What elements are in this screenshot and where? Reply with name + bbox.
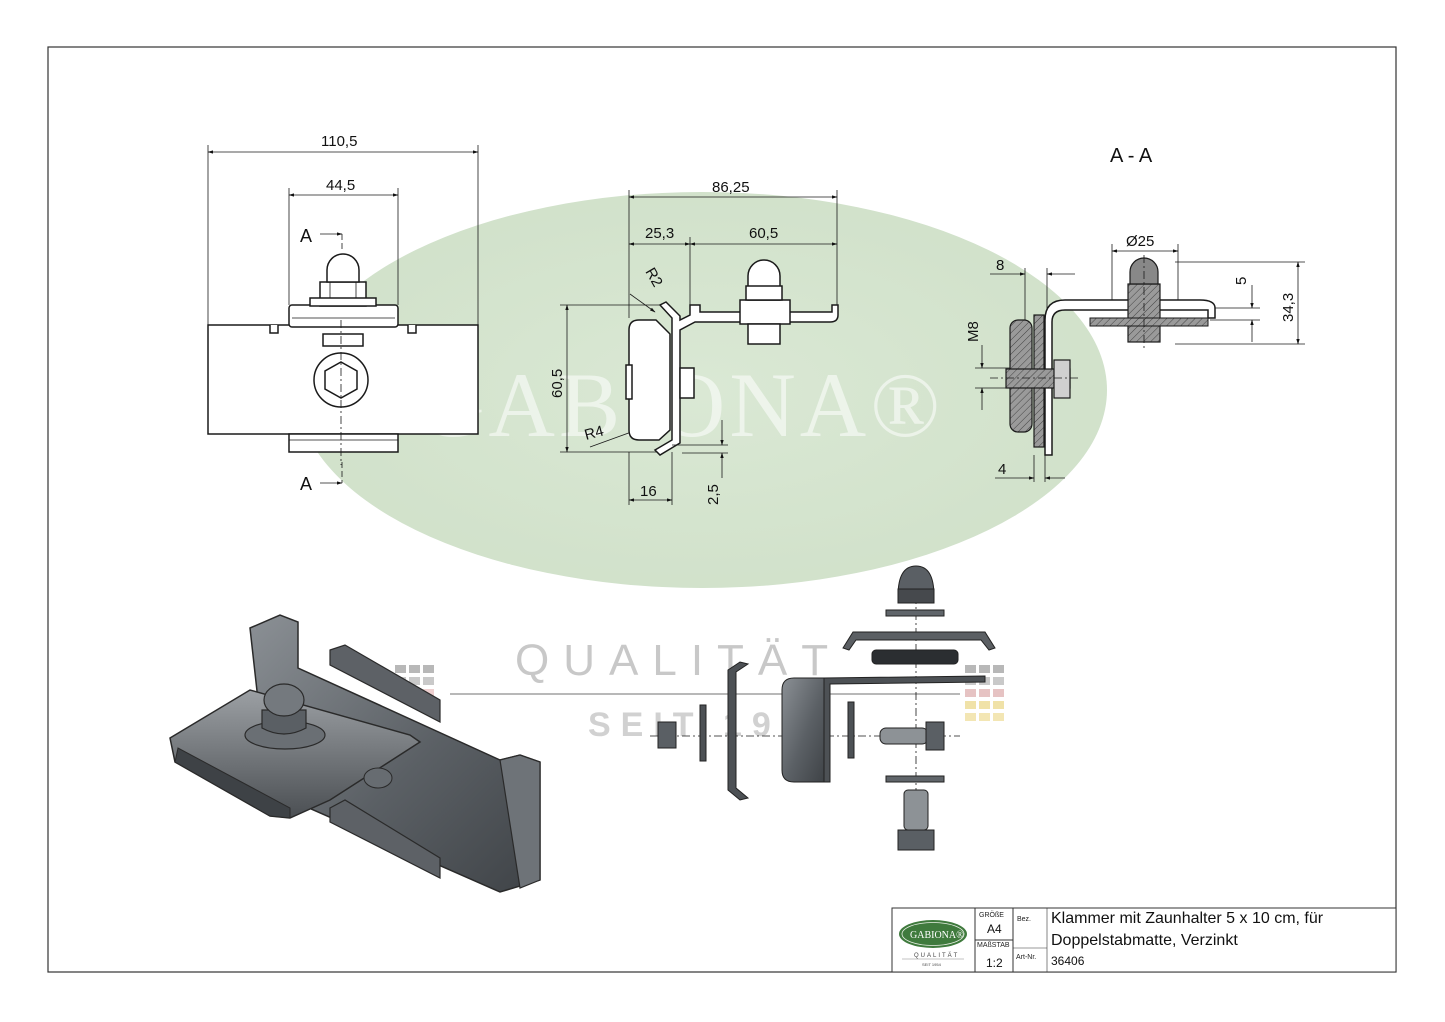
sheet-frame <box>47 46 1397 973</box>
dim-side-right: 60,5 <box>749 225 778 242</box>
size-value: A4 <box>987 922 1002 936</box>
front-view: 110,5 44,5 A A <box>207 133 479 494</box>
dim-side-bottom: 16 <box>640 483 657 500</box>
dim-34: 34,3 <box>1280 293 1297 322</box>
section-view: A - A Ø25 8 5 34,3 M8 <box>965 145 1305 482</box>
logo-brand-text: GABIONA® <box>910 930 964 941</box>
radius-large: R4 <box>583 422 606 443</box>
dim-side-left: 25,3 <box>645 225 674 242</box>
art-label: Art-Nr. <box>1016 954 1036 961</box>
thread-label: M8 <box>965 321 982 342</box>
dim-side-overall: 86,25 <box>712 179 750 196</box>
section-marker-bottom: A <box>300 474 312 494</box>
dim-side-gap: 2,5 <box>705 484 722 505</box>
dim-4: 4 <box>998 461 1006 478</box>
dim-side-height: 60,5 <box>549 369 566 398</box>
scale-label: MAßSTAB <box>977 942 1010 949</box>
dim-8: 8 <box>996 257 1004 274</box>
section-marker-top: A <box>300 226 312 246</box>
section-title: A - A <box>1110 145 1153 167</box>
dim-diameter: Ø25 <box>1126 233 1154 250</box>
description-line1: Klammer mit Zaunhalter 5 x 10 cm, für <box>1051 910 1324 927</box>
exploded-view <box>650 565 996 851</box>
isometric-view <box>169 614 541 893</box>
scale-value: 1:2 <box>986 956 1003 970</box>
logo-since-text: SEIT 1954 <box>922 962 942 967</box>
flag-right-icon <box>965 665 1004 721</box>
dim-overall-width: 110,5 <box>321 133 357 150</box>
size-label: GRÖßE <box>979 911 1004 919</box>
watermark-ellipse <box>297 192 1107 588</box>
dim-inner-width: 44,5 <box>326 177 355 194</box>
dim-5: 5 <box>1233 277 1250 285</box>
title-block: GABIONA® QUALITÄT SEIT 1954 GRÖßE A4 MAß… <box>891 907 1397 973</box>
bez-label: Bez. <box>1017 916 1031 923</box>
side-view: 86,25 25,3 60,5 R2 60,5 R4 16 2, <box>549 179 839 505</box>
logo-tag-text: QUALITÄT <box>914 952 959 959</box>
watermark-tagline: QUALITÄT <box>515 636 842 685</box>
description-line2: Doppelstabmatte, Verzinkt <box>1051 932 1238 949</box>
company-logo: GABIONA® QUALITÄT SEIT 1954 <box>899 920 967 967</box>
art-number: 36406 <box>1051 954 1085 968</box>
watermark: GABIONA® QUALITÄT SEIT 1954 <box>297 192 1107 744</box>
